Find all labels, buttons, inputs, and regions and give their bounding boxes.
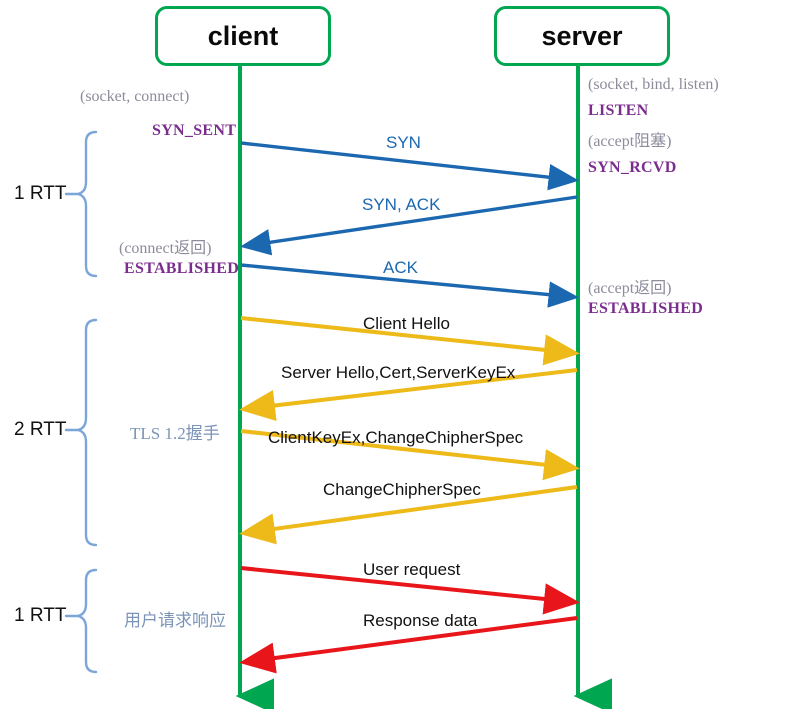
arrow-user-request [240, 566, 580, 615]
phase-note-request: 用户请求响应 [124, 611, 226, 630]
message-label-user-request: User request [363, 560, 461, 579]
message-label-change-cipher-spec: ChangeChipherSpec [323, 480, 481, 499]
rtt-label-phase-2: 2 RTT [14, 419, 67, 440]
server-state-listen: LISTEN [588, 102, 649, 119]
message-label-response-data: Response data [363, 611, 478, 630]
server-state-accept-return: (accept返回) [588, 280, 672, 297]
client-state-connect-return: (connect返回) [119, 240, 212, 257]
message-label-syn: SYN [386, 133, 421, 152]
message-label-syn-ack: SYN, ACK [362, 195, 441, 214]
phase-note-tls: TLS 1.2握手 [130, 424, 220, 443]
message-label-ack: ACK [383, 258, 418, 277]
brace-phase-3 [77, 568, 98, 674]
server-state-socket-bind-listen: (socket, bind, listen) [588, 76, 719, 93]
participant-client[interactable]: client [155, 6, 331, 66]
rtt-label-phase-1: 1 RTT [14, 183, 67, 204]
client-state-socket-connect: (socket, connect) [80, 88, 190, 105]
rtt-label-phase-3: 1 RTT [14, 605, 67, 626]
brace-phase-2 [77, 318, 98, 547]
arrow-server-hello [239, 368, 578, 421]
arrow-client-keyex [240, 429, 580, 481]
client-state-syn-sent: SYN_SENT [152, 122, 237, 139]
message-label-client-hello: Client Hello [363, 314, 450, 333]
arrow-client-hello [240, 316, 580, 366]
participant-server[interactable]: server [494, 6, 670, 66]
arrow-ack [240, 263, 580, 308]
message-label-client-keyex: ClientKeyEx,ChangeChipherSpec [268, 428, 524, 447]
server-state-established: ESTABLISHED [588, 300, 704, 317]
arrow-response-data [239, 616, 578, 674]
brace-phase-1 [77, 130, 98, 278]
message-label-server-hello: Server Hello,Cert,ServerKeyEx [281, 363, 516, 382]
server-state-accept-block: (accept阻塞) [588, 133, 672, 150]
client-state-established: ESTABLISHED [124, 260, 240, 277]
arrow-syn-ack [239, 195, 578, 256]
server-state-syn-rcvd: SYN_RCVD [588, 159, 677, 176]
arrow-change-cipher-spec [239, 485, 578, 545]
arrow-syn [240, 141, 580, 191]
